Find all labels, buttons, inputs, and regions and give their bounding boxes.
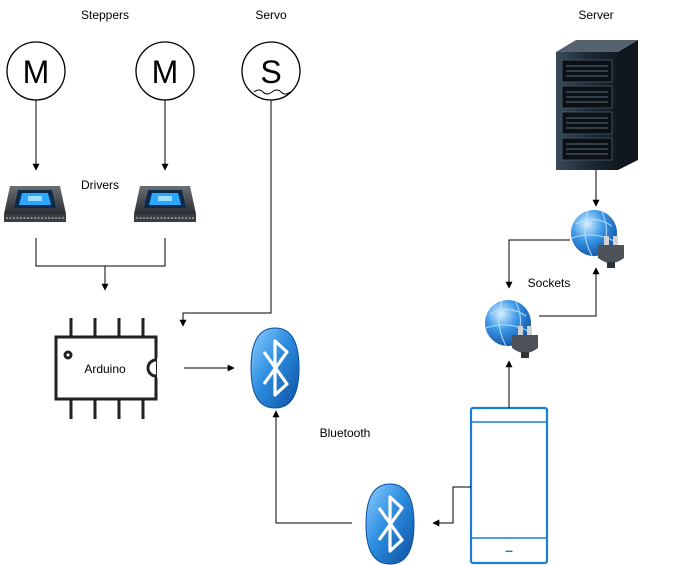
edge-servo-arduino <box>179 100 272 327</box>
bluetooth-icon <box>377 495 404 553</box>
servo-label: Servo <box>255 8 287 22</box>
arduino-label: Arduino <box>84 362 126 376</box>
stepper-motor-2-letter: M <box>152 54 179 90</box>
plug-icon <box>512 326 538 358</box>
servo-motor-letter: S <box>260 54 281 90</box>
server-label: Server <box>578 8 613 22</box>
arduino-chip: Arduino <box>54 318 161 419</box>
drivers-label: Drivers <box>81 178 119 192</box>
stepper-motor-1: M <box>6 41 66 101</box>
phone-home-button: – <box>505 542 513 558</box>
edge-socket-server-to-phone-side <box>505 239 570 289</box>
plug-icon <box>598 236 624 268</box>
edge-drivers-merge <box>35 238 166 267</box>
bluetooth-label: Bluetooth <box>320 426 371 440</box>
stepper-motor-1-letter: M <box>23 54 50 90</box>
edge-phone-bluetooth <box>432 486 471 527</box>
edge-bluetooth-bluetooth <box>272 410 352 524</box>
server-rack <box>556 40 638 170</box>
stepper-motor-2: M <box>135 41 195 101</box>
sockets-label: Sockets <box>528 276 571 290</box>
bluetooth-module-arduino <box>250 327 300 409</box>
connectors <box>32 100 600 527</box>
phone: – <box>469 406 549 565</box>
socket-server-side <box>571 210 624 268</box>
servo-motor: S <box>241 41 301 101</box>
bluetooth-icon <box>262 339 289 397</box>
socket-phone-side <box>485 300 538 358</box>
driver-2 <box>134 186 196 222</box>
edge-socket-phone-to-server-side <box>539 267 600 317</box>
bluetooth-module-phone <box>365 483 415 565</box>
steppers-label: Steppers <box>81 8 129 22</box>
driver-1 <box>4 186 66 222</box>
